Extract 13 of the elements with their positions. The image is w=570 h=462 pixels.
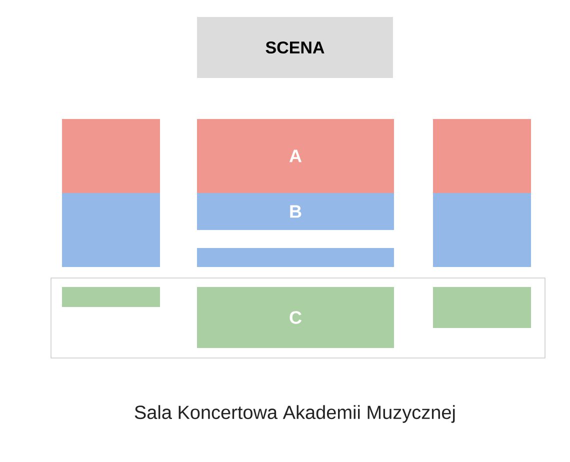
seating-block bbox=[62, 119, 160, 193]
seating-block bbox=[62, 287, 160, 307]
balcony-outline bbox=[50, 278, 546, 358]
seating-block bbox=[62, 193, 160, 267]
seating-block bbox=[197, 248, 394, 267]
seating-block: B bbox=[197, 193, 394, 230]
seating-block bbox=[433, 119, 531, 193]
seating-block bbox=[433, 193, 531, 267]
seating-block bbox=[433, 287, 531, 328]
caption: Sala Koncertowa Akademii Muzycznej bbox=[134, 405, 455, 423]
stage-box: SCENA bbox=[197, 17, 393, 78]
seating-block: C bbox=[197, 287, 394, 348]
seating-block: A bbox=[197, 119, 394, 193]
